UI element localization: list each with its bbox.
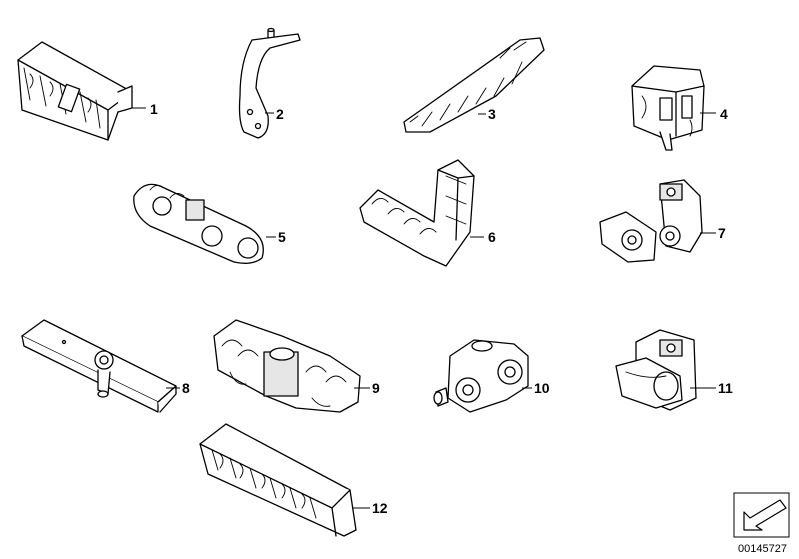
part-10-pin-clip bbox=[433, 339, 529, 413]
callout-8: 8 bbox=[182, 380, 190, 396]
arrow-down-left-icon bbox=[733, 492, 790, 538]
callout-12: 12 bbox=[372, 500, 388, 516]
callout-5: 5 bbox=[278, 229, 286, 245]
part-8-flat-bracket bbox=[21, 319, 177, 413]
part-9-double-holder bbox=[213, 319, 361, 413]
part-6-corner-holder bbox=[359, 159, 475, 267]
callout-3: 3 bbox=[488, 106, 496, 122]
callout-10: 10 bbox=[534, 380, 550, 396]
part-7-square-clip bbox=[599, 179, 703, 263]
callout-4: 4 bbox=[720, 106, 728, 122]
diagram-number: 00145727 bbox=[738, 543, 787, 555]
part-3-comb-clip bbox=[403, 37, 545, 133]
part-11-single-clip bbox=[615, 329, 697, 411]
callout-1: 1 bbox=[150, 101, 158, 117]
callout-2: 2 bbox=[276, 106, 284, 122]
callout-11: 11 bbox=[718, 380, 733, 396]
part-2-bracket bbox=[238, 27, 301, 139]
callout-9: 9 bbox=[372, 380, 380, 396]
callout-6: 6 bbox=[488, 229, 496, 245]
part-12-long-cable-holder bbox=[199, 423, 357, 537]
part-4-double-clip bbox=[631, 65, 705, 151]
part-5-triple-clip bbox=[133, 183, 264, 264]
callout-7: 7 bbox=[718, 225, 726, 241]
part-1-cable-holder bbox=[17, 41, 133, 141]
